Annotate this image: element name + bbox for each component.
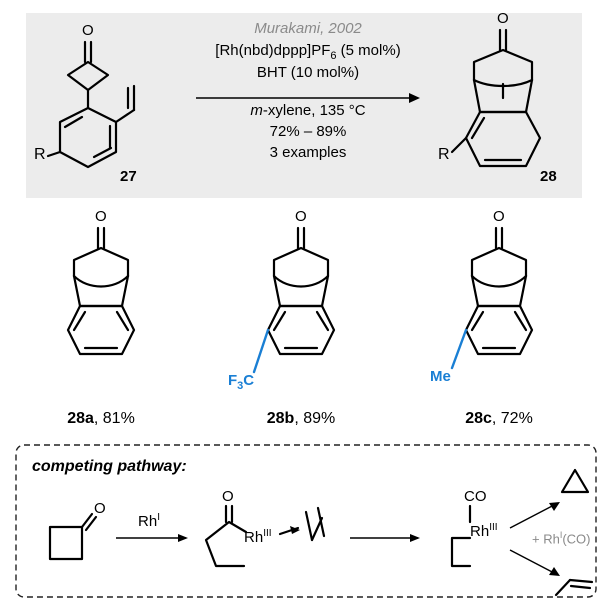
rhodacycle-structure [204,504,326,568]
reference-text: Murakami, 2002 [254,20,362,37]
rhodacyclobutane-oxidation: III [489,522,498,533]
pathway-arrowhead-2 [410,534,420,542]
trifluoromethyl-label: F3C [228,372,254,392]
product-28c-structure [450,226,534,370]
examples-text: 3 examples [269,144,347,161]
reaction-arrowhead [409,93,420,103]
rhodacycle-metal: RhIII [244,528,272,546]
product-28a-caption: 28a, 81% [67,410,135,428]
product-28c-oxygen: O [493,208,505,225]
substrate-27-structure [46,40,136,169]
reaction-panel [26,13,582,198]
product-28b-caption: 28b, 89% [267,410,336,428]
methyl-label: Me [430,368,451,385]
reagent-rh: Rh [138,513,158,530]
product-28-structure [450,28,542,168]
substrate-label: 27 [120,168,137,185]
rhodacycle-oxidation: III [263,528,272,539]
pathway-reagent: RhI [138,512,160,530]
product-label: 28 [540,168,557,185]
cyclobutanone-structure [48,512,98,561]
propene-structure [554,578,594,597]
pathway-arrow-up [509,503,557,529]
byproduct-oxidation: I [559,530,563,540]
product-oxygen: O [497,10,509,27]
product-28b-oxygen: O [295,208,307,225]
rhodacyclobutane-metal: RhIII [470,522,498,540]
cyclobutanone-oxygen: O [94,500,106,517]
pathway-arrowhead-down [549,567,560,576]
pathway-title: competing pathway: [32,458,187,475]
product-28a-structure [66,226,136,356]
solvent-prefix: m [250,102,263,119]
product-28a-label: 28a [67,410,94,427]
catalyst-loading: (5 mol%) [336,42,401,59]
rhodacyclobutane-structure [450,504,472,568]
product-28c-label: 28c [465,410,492,427]
product-28a-oxygen: O [95,208,107,225]
catalyst-main: [Rh(nbd)dppp]PF [215,42,331,59]
carbonyl-ligand: CO [464,488,487,505]
pathway-arrowhead-1 [178,534,188,542]
solvent-conditions: -xylene, 135 °C [262,102,366,119]
pathway-arrowhead-up [549,502,560,511]
substrate-substituent: R [34,146,46,163]
product-28c-caption: 28c, 72% [465,410,533,428]
reagent-oxidation: I [157,512,160,523]
solvent-text: m-xylene, 135 °C [250,102,365,119]
catalyst-text: [Rh(nbd)dppp]PF6 (5 mol%) [215,42,400,62]
product-substituent: R [438,146,450,163]
product-28a-yield: , 81% [93,410,135,427]
trifluoromethyl-sub: 3 [237,380,244,392]
byproduct-suffix: (CO) [562,531,591,547]
rhodacycle-rh: Rh [244,529,264,546]
product-28b-yield: , 89% [294,410,336,427]
catalyst-subscript: 6 [330,50,337,62]
product-28b-label: 28b [266,410,295,427]
product-28c-yield: , 72% [491,410,533,427]
competing-pathway-box [15,444,597,598]
byproduct-text: + RhI(CO) [532,530,591,546]
additive-text: BHT (10 mol%) [256,64,360,81]
trifluoromethyl-f: F [228,372,238,389]
product-28b-structure [252,226,336,374]
pathway-arrow-down [509,549,557,575]
trifluoromethyl-c: C [243,372,255,389]
rhodacycle-oxygen: O [222,488,234,505]
byproduct-prefix: + Rh [532,531,560,547]
yield-range-text: 72% – 89% [269,123,347,140]
cyclopropane-structure [560,468,590,494]
substrate-oxygen: O [82,22,94,39]
rhodacyclobutane-rh: Rh [470,523,490,540]
